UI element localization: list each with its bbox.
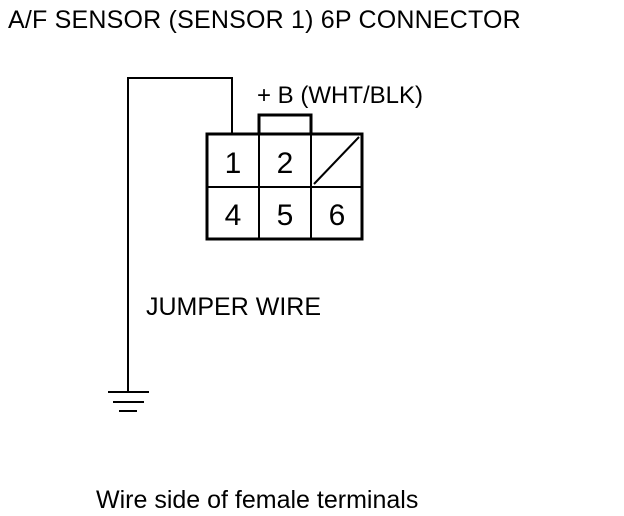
- pin-1-label: 1: [225, 147, 242, 180]
- connector-grid: [207, 134, 362, 239]
- pin-2-label: 2: [277, 147, 294, 180]
- pin-4-label: 4: [225, 199, 242, 232]
- jumper-wire-label: JUMPER WIRE: [146, 293, 321, 321]
- diagram-title: A/F SENSOR (SENSOR 1) 6P CONNECTOR: [8, 6, 521, 34]
- pin-5-label: 5: [277, 199, 294, 232]
- ground-icon: [108, 391, 149, 412]
- power-wire-label: + B (WHT/BLK): [257, 82, 424, 109]
- empty-cavity-slash: [313, 136, 360, 185]
- connector-lock-tab: [257, 113, 313, 137]
- diagram-caption: Wire side of female terminals: [96, 486, 419, 514]
- pin-6-label: 6: [329, 199, 346, 232]
- jumper-wire: [127, 77, 233, 392]
